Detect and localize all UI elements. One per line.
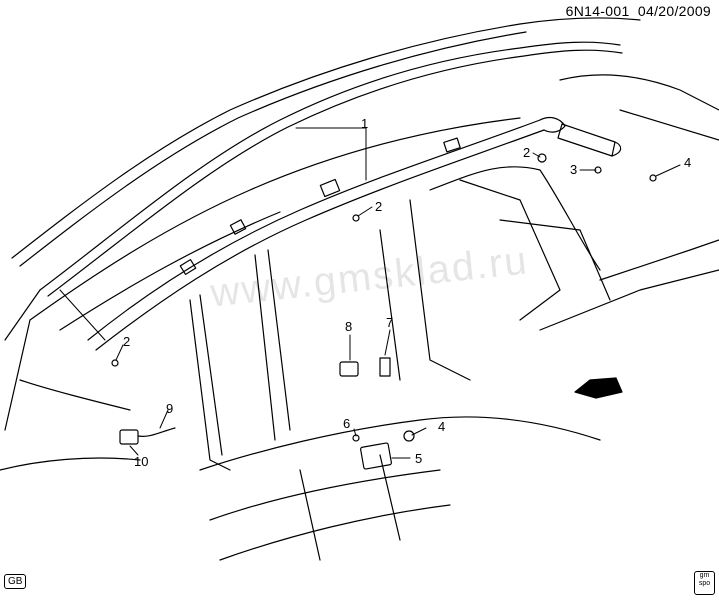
body-structure	[0, 74, 719, 561]
callout-3: 3	[570, 162, 578, 177]
curtain-airbag-module	[87, 116, 622, 351]
diagram-date: 04/20/2009	[637, 3, 711, 19]
gm-spo-logo: gm spo	[694, 571, 715, 595]
callout-2b: 2	[523, 145, 531, 160]
callout-5: 5	[415, 451, 423, 466]
diagram-code: 6N14-001	[565, 3, 630, 19]
callout-4b: 4	[438, 419, 446, 434]
callout-2a: 2	[375, 199, 383, 214]
front-arrow-icon	[574, 377, 623, 399]
gm-logo-bottom: spo	[698, 580, 711, 587]
callout-1: 1	[361, 116, 369, 131]
callout-9: 9	[166, 401, 174, 416]
callout-6: 6	[343, 416, 351, 431]
components	[111, 153, 657, 470]
roof-rail	[4, 17, 641, 431]
front-arrow-label: FRT	[594, 378, 612, 388]
diagram-header: 6N14-001 04/20/2009	[566, 3, 711, 19]
callout-8: 8	[345, 319, 353, 334]
leader-lines	[59, 127, 681, 459]
callout-2c: 2	[123, 334, 131, 349]
callout-4a: 4	[684, 155, 692, 170]
gm-logo-top: gm	[699, 572, 710, 579]
callout-7: 7	[386, 315, 394, 330]
callout-10: 10	[134, 454, 149, 469]
region-badge: GB	[4, 574, 27, 589]
